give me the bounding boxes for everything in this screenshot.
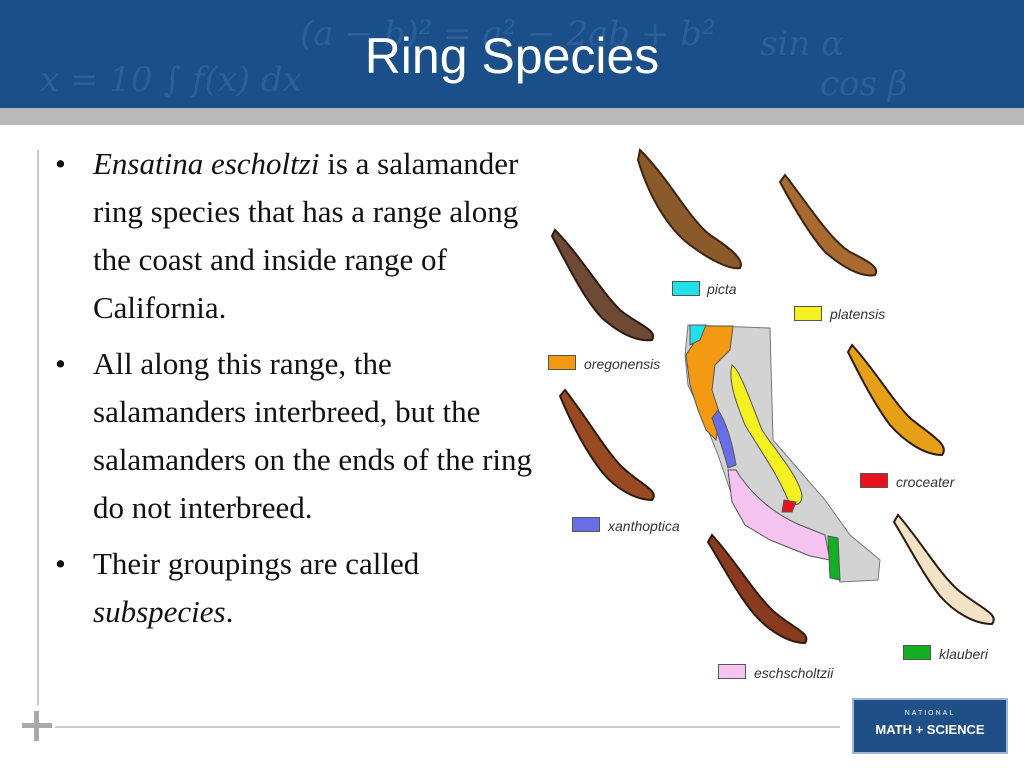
bullet-item: • Ensatina escholtzi is a salamander rin… (55, 140, 535, 332)
xanthoptica-range (711, 409, 737, 469)
klauberi-range (827, 535, 841, 581)
legend-label-xanthoptica: xanthoptica (608, 518, 680, 534)
legend-swatch-xanthoptica (572, 517, 600, 532)
croceater-range (781, 499, 797, 513)
decorative-formula: x = 10 ∫ f(x) dx (40, 60, 302, 100)
logo-small-text: NATIONAL (904, 710, 956, 717)
header-stripe (0, 108, 1024, 125)
decorative-formula: cos β (820, 64, 908, 104)
bullet-item: • Their groupings are called subspecies. (55, 540, 535, 636)
decorative-formula: sin α (760, 24, 844, 64)
legend-swatch-eschscholtzii (718, 664, 746, 679)
salamander-xanthoptica-icon (558, 388, 655, 502)
decorative-formula: (a − b)² = a² − 2ab + b² (300, 14, 716, 54)
legend-label-klauberi: klauberi (939, 646, 989, 662)
bullet-dot-icon: • (55, 546, 66, 581)
logo-main-text: MATH + SCIENCE (875, 722, 985, 737)
platensis-range (730, 364, 803, 506)
salamander-platensis-icon (778, 173, 878, 277)
legend-label-oregonensis: oregonensis (584, 356, 661, 372)
species-name: Ensatina escholtzi (93, 146, 320, 181)
header-banner: (a − b)² = a² − 2ab + b² sin α x = 10 ∫ … (0, 0, 1024, 108)
legend-swatch-picta (672, 281, 700, 296)
vertical-rule (37, 150, 39, 705)
national-math-science-logo: NATIONAL MATH + SCIENCE (852, 698, 1008, 754)
bullet-dot-icon: • (55, 146, 66, 181)
picta-range (689, 324, 707, 346)
salamander-picta-icon (636, 147, 742, 270)
legend-label-picta: picta (707, 281, 737, 297)
legend-swatch-platensis (794, 306, 822, 321)
slide-title: Ring Species (364, 28, 660, 84)
salamander-croceater-icon (846, 343, 945, 457)
legend-label-eschscholtzii: eschscholtzii (754, 665, 834, 681)
ring-species-figure: picta platensis oregonensis croceater xa… (540, 140, 1024, 700)
bullet-period: . (225, 594, 234, 629)
bullet-dot-icon: • (55, 346, 66, 381)
legend-swatch-oregonensis (548, 355, 576, 370)
bullet-text: Their groupings are called (93, 546, 420, 581)
salamander-klauberi-icon (892, 513, 995, 626)
legend-swatch-croceater (860, 473, 888, 488)
salamander-eschscholtzii-icon (706, 533, 808, 645)
bullet-item: • All along this range, the salamanders … (55, 340, 535, 532)
bullet-text: is a salamander ring species that has a … (93, 146, 519, 325)
bullet-list: • Ensatina escholtzi is a salamander rin… (55, 140, 535, 644)
bullet-text: All along this range, the salamanders in… (93, 346, 533, 525)
legend-swatch-klauberi (903, 645, 931, 660)
horizontal-rule (55, 726, 840, 728)
subspecies-term: subspecies (93, 594, 226, 629)
salamander-oregonensis-icon (550, 228, 655, 342)
legend-label-croceater: croceater (896, 474, 955, 490)
california-map (550, 147, 995, 645)
plus-icon (22, 711, 52, 741)
eschscholtzii-range (727, 469, 831, 561)
legend-label-platensis: platensis (830, 306, 886, 322)
